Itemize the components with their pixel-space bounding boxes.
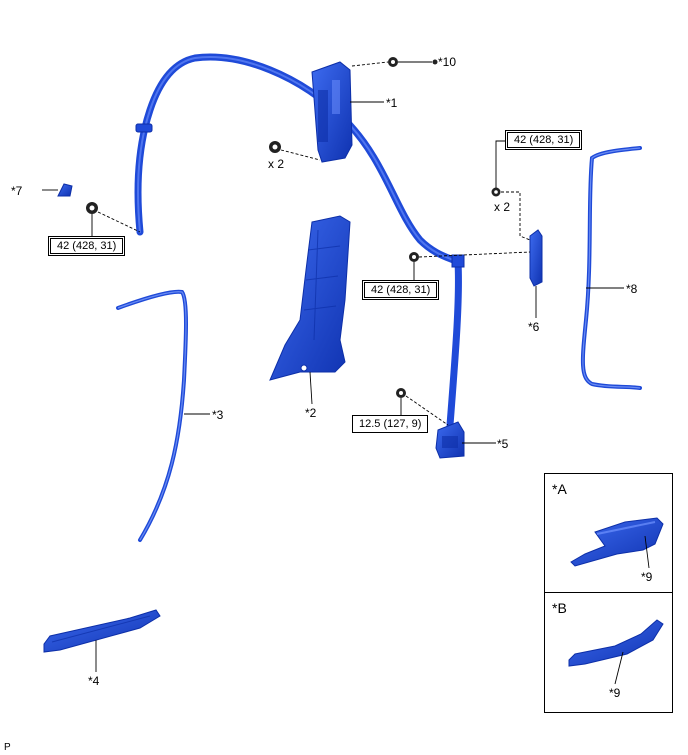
footer-mark: P bbox=[4, 742, 11, 753]
torque-spec-text: 12.5 (127, 9) bbox=[359, 418, 422, 430]
callout-9-a: *9 bbox=[641, 570, 653, 584]
quantity-label: x 2 bbox=[494, 200, 511, 214]
bolt-icon bbox=[409, 252, 419, 262]
part-1-belt-adjuster bbox=[311, 61, 353, 163]
inset-title-b: *B bbox=[552, 600, 567, 616]
inset-divider bbox=[545, 592, 672, 593]
bolt-icon bbox=[491, 187, 501, 197]
callout-2: *2 bbox=[305, 406, 317, 420]
part-9-variant-a bbox=[570, 517, 664, 567]
callout-7: *7 bbox=[11, 184, 23, 198]
torque-spec-box: 12.5 (127, 9) bbox=[352, 415, 429, 433]
callout-6: *6 bbox=[528, 320, 540, 334]
part-9-variant-b bbox=[568, 619, 664, 667]
callout-3: *3 bbox=[212, 408, 224, 422]
solid-leaders bbox=[42, 61, 624, 672]
callout-1: *1 bbox=[386, 96, 398, 110]
callout-8: *8 bbox=[626, 282, 638, 296]
torque-spec-box: 42 (428, 31) bbox=[362, 280, 440, 300]
bolt-icon bbox=[86, 202, 98, 214]
torque-spec-text: 42 (428, 31) bbox=[50, 238, 124, 254]
torque-spec-box: 42 (428, 31) bbox=[505, 130, 583, 150]
torque-spec-text: 42 (428, 31) bbox=[507, 132, 581, 148]
callout-4: *4 bbox=[88, 674, 100, 688]
inset-title-a: *A bbox=[552, 481, 567, 497]
bolt-icon bbox=[388, 57, 398, 67]
torque-spec-text: 42 (428, 31) bbox=[364, 282, 438, 298]
part-8-weatherstrip bbox=[580, 146, 642, 390]
callout-9-b: *9 bbox=[609, 686, 621, 700]
torque-spec-box: 42 (428, 31) bbox=[48, 236, 126, 256]
callout-5: *5 bbox=[497, 437, 509, 451]
quantity-label: x 2 bbox=[268, 157, 285, 171]
inset-drawings bbox=[568, 517, 664, 685]
dashed-leaders bbox=[97, 61, 531, 426]
part-7-cap bbox=[57, 183, 73, 197]
part-3-garnish bbox=[116, 289, 188, 542]
seat-belt-webbing bbox=[134, 53, 462, 266]
callout-10: *10 bbox=[438, 55, 457, 69]
bolt-icon bbox=[396, 388, 406, 398]
clip-icon bbox=[432, 59, 438, 65]
bolt-icon bbox=[269, 141, 281, 153]
part-4-scuff-plate bbox=[43, 609, 161, 653]
part-2-pillar-garnish bbox=[269, 215, 351, 381]
part-5-retractor bbox=[435, 421, 465, 459]
part-6-anchor-bracket bbox=[529, 229, 543, 287]
inset-panel: *A *B *9 *9 bbox=[544, 473, 673, 713]
belt-guide-clip bbox=[135, 123, 153, 133]
belt-lower-strap bbox=[446, 258, 462, 429]
